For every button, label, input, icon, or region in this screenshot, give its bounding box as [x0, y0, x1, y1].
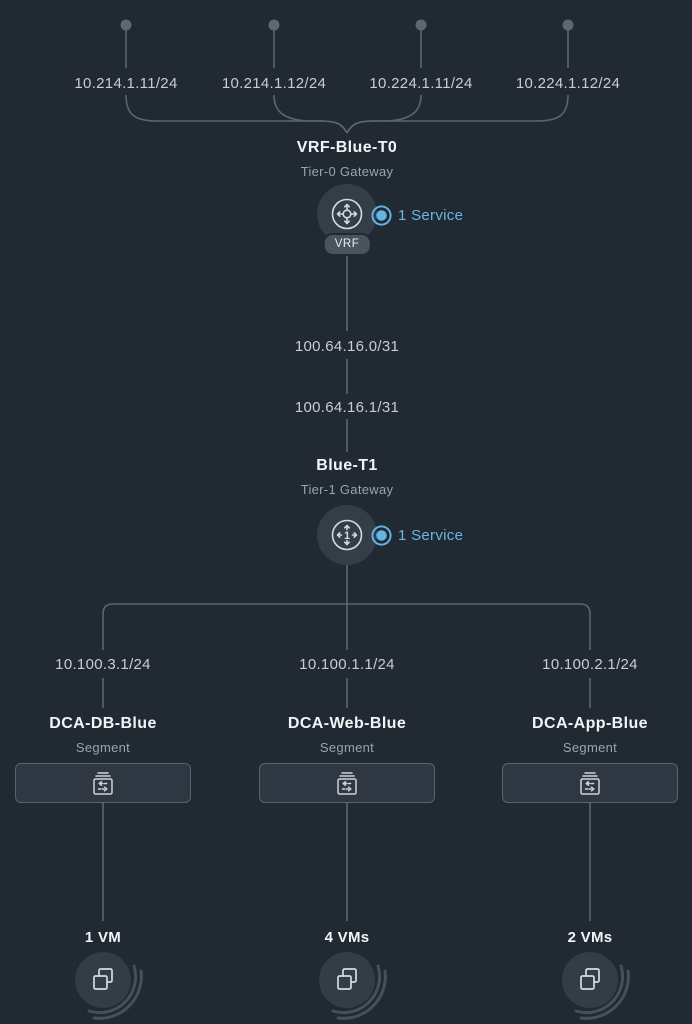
segment-type-label: Segment — [75, 740, 131, 755]
tier0-type-label: Tier-0 Gateway — [300, 164, 394, 179]
vm-group-dca-app-blue[interactable] — [562, 952, 618, 1008]
segment-gateway-ip: 10.100.2.1/24 — [542, 656, 638, 673]
svg-text:1: 1 — [344, 530, 350, 542]
segment-name: DCA-DB-Blue — [49, 715, 157, 732]
segment-name: DCA-App-Blue — [532, 715, 648, 732]
vm-group-dca-db-blue[interactable] — [75, 952, 131, 1008]
vm-count-label: 4 VMs — [324, 929, 370, 946]
service-status-icon — [371, 205, 392, 226]
tier0-service-indicator[interactable]: 1 Service — [370, 204, 463, 227]
uplink-port-dots — [120, 19, 574, 31]
vm-stack-icon — [337, 968, 357, 990]
uplink-ip-label: 10.224.1.12/24 — [515, 75, 621, 92]
vm-stack-icon — [580, 968, 600, 990]
service-status-icon — [371, 525, 392, 546]
segment-type-label: Segment — [562, 740, 618, 755]
segment-gateway-ip: 10.100.3.1/24 — [55, 656, 151, 673]
vm-count-label: 1 VM — [84, 929, 122, 946]
tier1-service-label: 1 Service — [398, 527, 464, 544]
tier0-name: VRF-Blue-T0 — [296, 139, 398, 156]
segment-name: DCA-Web-Blue — [287, 715, 407, 732]
tier1-gateway-icon: 1 — [331, 519, 363, 551]
segment-node-dca-db-blue[interactable] — [15, 763, 191, 803]
segment-gateway-ip: 10.100.1.1/24 — [299, 656, 395, 673]
vrf-badge: VRF — [322, 233, 372, 256]
link-ip-top: 100.64.16.0/31 — [294, 338, 400, 355]
segment-node-dca-web-blue[interactable] — [259, 763, 435, 803]
vm-stack-icon — [93, 968, 113, 990]
link-ip-bottom: 100.64.16.1/31 — [294, 399, 400, 416]
vm-group-dca-web-blue[interactable] — [319, 952, 375, 1008]
tier0-gateway-icon — [331, 198, 363, 230]
tier1-name: Blue-T1 — [316, 457, 378, 474]
segment-switch-icon — [337, 771, 357, 795]
segment-type-label: Segment — [319, 740, 375, 755]
tier1-service-indicator[interactable]: 1 Service — [370, 524, 463, 547]
vm-stack-arcs — [87, 964, 630, 1020]
segment-switch-icon — [93, 771, 113, 795]
tier1-segment-connectors — [102, 565, 591, 921]
tier1-type-label: Tier-1 Gateway — [300, 482, 394, 497]
segment-switch-icon — [580, 771, 600, 795]
tier0-service-label: 1 Service — [398, 207, 464, 224]
tier1-node[interactable]: 1 — [317, 505, 377, 565]
uplink-ip-label: 10.214.1.11/24 — [74, 75, 178, 92]
uplink-ip-label: 10.214.1.12/24 — [221, 75, 327, 92]
vm-count-label: 2 VMs — [567, 929, 613, 946]
segment-node-dca-app-blue[interactable] — [502, 763, 678, 803]
uplink-connectors — [125, 30, 569, 134]
uplink-ip-label: 10.224.1.11/24 — [369, 75, 473, 92]
